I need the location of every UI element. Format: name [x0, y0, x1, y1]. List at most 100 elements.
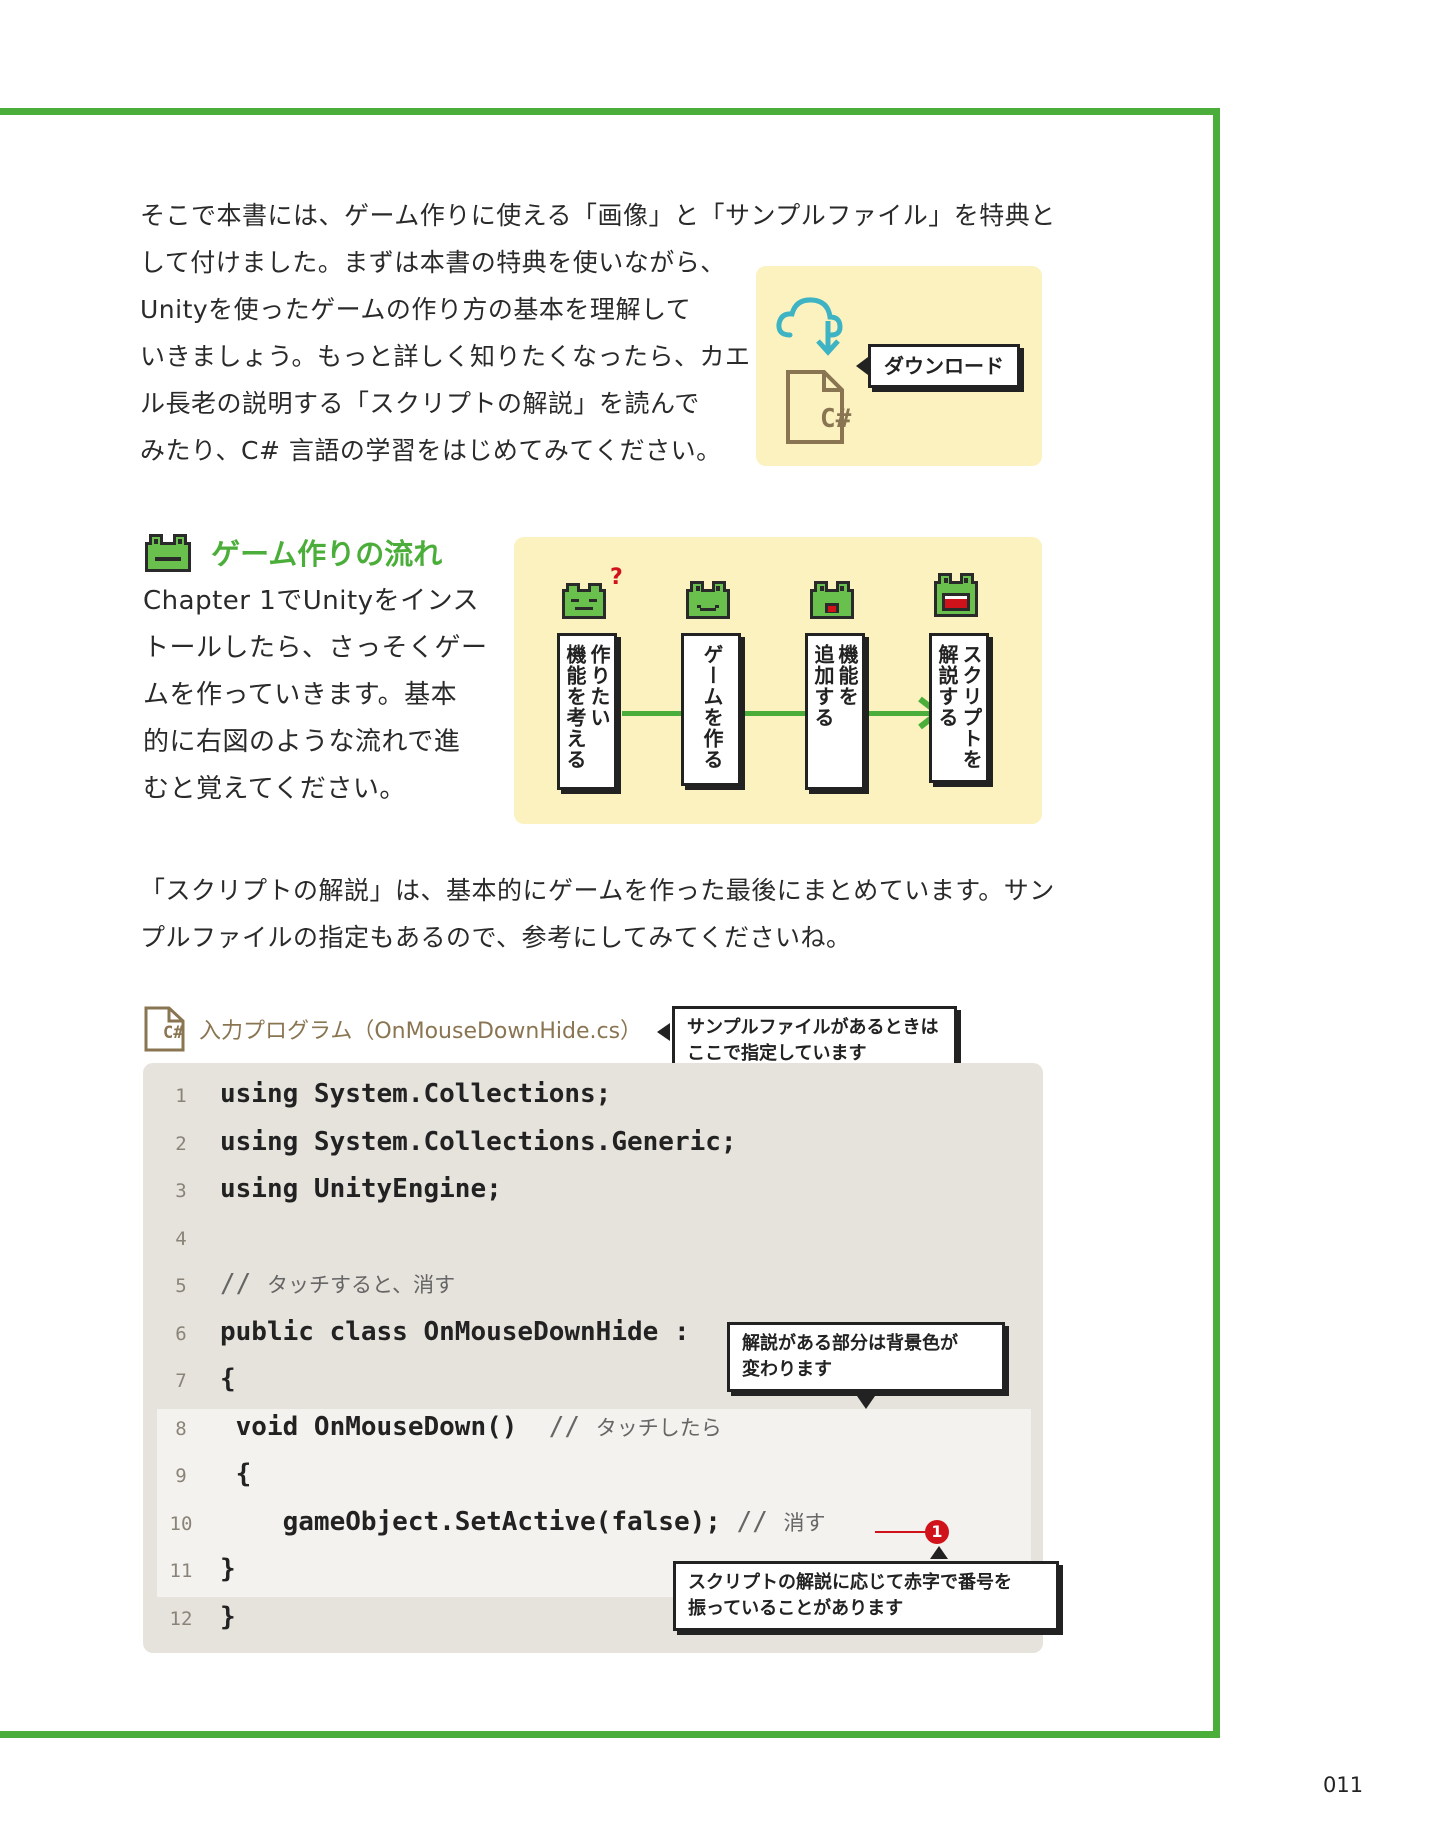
- intro-line: ル長老の説明する「スクリプトの解説」を読んで: [140, 389, 700, 418]
- intro-line: して付けました。まずは本書の特典を使いながら、: [140, 248, 726, 277]
- frog-smile-icon: [686, 581, 730, 619]
- code-listing: 1 using System.Collections; 2 using System.…: [143, 1063, 1043, 1653]
- comment-slashes: //: [736, 1506, 784, 1537]
- code-line: 12}: [143, 1596, 1043, 1643]
- code-line: 2 using System.Collections.Generic;: [143, 1121, 1043, 1168]
- code-line: 3 using UnityEngine;: [143, 1168, 1043, 1215]
- callout-pointer: [930, 1546, 948, 1559]
- callout-line: 解説がある部分は背景色が: [742, 1333, 958, 1354]
- code-line: 1 using System.Collections;: [143, 1073, 1043, 1120]
- code-comment: タッチすると、消す: [266, 1273, 456, 1297]
- code-text: public class OnMouseDownHide :: [220, 1317, 690, 1347]
- red-number-marker: 1: [925, 1520, 949, 1544]
- code-statement: public class OnMouseDownHide :: [220, 1316, 690, 1347]
- line-number: 8: [175, 1417, 187, 1440]
- note-paragraph: 「スクリプトの解説」は、基本的にゲームを作った最後にまとめています。サン プルフ…: [140, 867, 1055, 961]
- flow-paragraph: Chapter 1でUnityをインス トールしたら、さっそくゲー ムを作ってい…: [143, 578, 488, 813]
- callout-line: スクリプトの解説に応じて赤字で番号を: [688, 1572, 1012, 1593]
- marker-leader-line: [875, 1531, 927, 1533]
- download-panel: C# ダウンロード: [756, 266, 1042, 466]
- code-text: using System.Collections.Generic;: [220, 1127, 737, 1157]
- code-text: void OnMouseDown() // タッチしたら: [220, 1412, 722, 1442]
- heading-text: ゲーム作りの流れ: [211, 537, 443, 571]
- code-text: }: [220, 1554, 236, 1584]
- code-text: using UnityEngine;: [220, 1174, 502, 1204]
- code-line: 4: [143, 1216, 1043, 1263]
- flow-step-text: 機能を: [835, 644, 859, 707]
- flow-step-text: 解説する: [935, 644, 959, 728]
- line-number: 9: [175, 1465, 187, 1487]
- file-icon-label: C#: [163, 1023, 184, 1043]
- flow-step-4: スクリプトを 解説する: [929, 633, 989, 783]
- callout-pointer: [857, 1396, 875, 1409]
- csharp-file-icon: C#: [143, 1005, 187, 1053]
- flow-diagram: ? 作りたい 機能を考える ゲームを作る 機能を 追加する スクリプトを 解説: [514, 537, 1042, 824]
- flow-line: トールしたら、さっそくゲー: [143, 633, 488, 663]
- flow-line: 的に右図のような流れで進: [143, 727, 461, 757]
- code-line: 10 gameObject.SetActive(false); // 消す: [143, 1501, 1043, 1548]
- callout-line: ここで指定しています: [687, 1043, 867, 1064]
- intro-line: Unityを使ったゲームの作り方の基本を理解して: [140, 295, 692, 324]
- code-line: 8 void OnMouseDown() // タッチしたら: [143, 1406, 1043, 1453]
- program-label-text: 入力プログラム（OnMouseDownHide.cs）: [199, 1019, 643, 1044]
- callout-line: サンプルファイルがあるときは: [687, 1017, 939, 1038]
- code-statement: using UnityEngine;: [220, 1174, 502, 1204]
- code-statement: void OnMouseDown(): [220, 1411, 549, 1442]
- code-statement: }: [220, 1554, 236, 1584]
- intro-line: いきましょう。もっと詳しく知りたくなったら、カエ: [140, 342, 751, 371]
- comment-slashes: //: [220, 1269, 267, 1299]
- intro-line: みたり、C# 言語の学習をはじめてみてください。: [140, 436, 722, 465]
- number-marker-callout: スクリプトの解説に応じて赤字で番号を 振っていることがあります: [673, 1561, 1059, 1631]
- code-line: 5 // タッチすると、消す: [143, 1263, 1043, 1310]
- code-comment: タッチしたら: [595, 1415, 722, 1440]
- flow-step-text: 追加する: [811, 644, 835, 728]
- note-line: 「スクリプトの解説」は、基本的にゲームを作った最後にまとめています。サン: [140, 876, 1055, 905]
- intro-line: そこで本書には、ゲーム作りに使える「画像」と「サンプルファイル」を特典と: [140, 201, 1056, 230]
- flow-line: むと覚えてください。: [143, 774, 406, 804]
- line-number: 12: [169, 1607, 193, 1630]
- line-number: 3: [175, 1180, 187, 1202]
- frog-laughing-icon: [934, 573, 978, 617]
- line-number: 2: [175, 1132, 187, 1155]
- code-text: {: [220, 1459, 252, 1489]
- csharp-file-icon: [786, 370, 844, 444]
- section-heading: ゲーム作りの流れ: [143, 530, 442, 574]
- flow-step-3: 機能を 追加する: [805, 633, 865, 790]
- flow-step-text: 機能を考える: [563, 644, 587, 770]
- question-mark: ?: [610, 565, 623, 590]
- line-number: 11: [169, 1560, 193, 1582]
- line-number: 5: [175, 1275, 187, 1297]
- frog-confused-icon: [562, 583, 606, 619]
- line-number: 4: [175, 1227, 187, 1250]
- flow-line: ムを作っていきます。基本: [143, 680, 458, 710]
- frog-happy-icon: [810, 581, 854, 619]
- code-line: 9 {: [143, 1453, 1043, 1500]
- flow-connector-line: [622, 711, 932, 716]
- code-comment: 消す: [783, 1510, 826, 1535]
- callout-line: 振っていることがあります: [688, 1598, 904, 1619]
- line-number: 10: [169, 1512, 193, 1535]
- code-text: // タッチすると、消す: [220, 1269, 455, 1299]
- code-statement: {: [220, 1459, 252, 1489]
- comment-slashes: //: [548, 1411, 596, 1442]
- program-file-label: C# 入力プログラム（OnMouseDownHide.cs）: [143, 1005, 642, 1053]
- cloud-download-icon: [776, 297, 843, 356]
- code-statement: gameObject.SetActive(false);: [220, 1506, 737, 1537]
- flow-step-text: ゲームを作る: [700, 644, 724, 770]
- frog-icon: [145, 534, 191, 572]
- callout-pointer: [856, 357, 868, 375]
- flow-line: Chapter 1でUnityをインス: [143, 586, 480, 616]
- line-number: 1: [175, 1085, 187, 1107]
- flow-step-2: ゲームを作る: [681, 633, 741, 786]
- page-number: 011: [1323, 1773, 1364, 1797]
- page-frame: [0, 108, 1220, 1738]
- code-line: 11}: [143, 1548, 1043, 1595]
- flow-step-1: 作りたい 機能を考える: [557, 633, 617, 790]
- code-statement: using System.Collections.Generic;: [220, 1126, 737, 1157]
- line-number: 7: [175, 1370, 187, 1392]
- code-text: using System.Collections;: [220, 1079, 611, 1109]
- code-statement: }: [220, 1601, 236, 1632]
- callout-line: 変わります: [742, 1359, 832, 1380]
- download-callout: ダウンロード: [868, 344, 1020, 388]
